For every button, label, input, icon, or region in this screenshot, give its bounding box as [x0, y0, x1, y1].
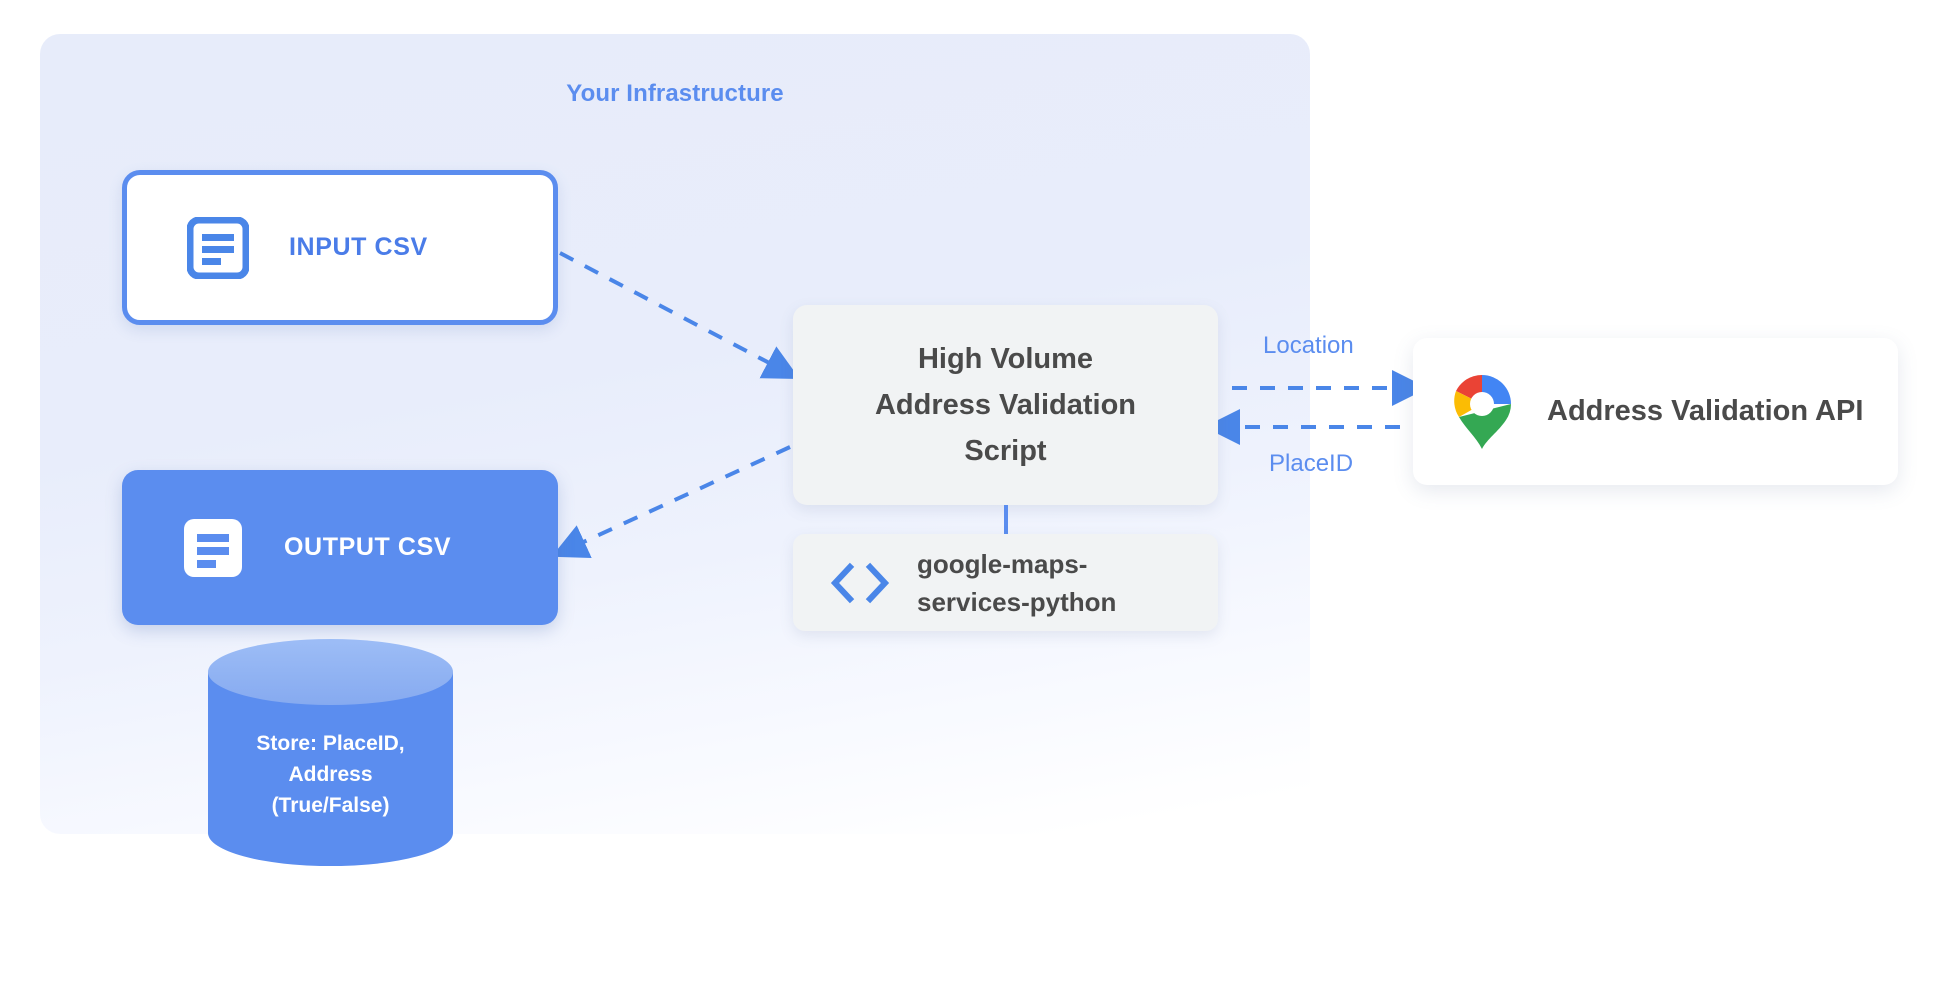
output-csv-card[interactable]: OUTPUT CSV [122, 470, 558, 625]
library-line-2: services-python [917, 586, 1117, 617]
script-line-2: Address Validation [874, 389, 1137, 421]
script-card[interactable]: High Volume Address Validation Script [793, 305, 1218, 505]
edge-label-placeid: PlaceID [1269, 450, 1354, 477]
database-label: Store: PlaceID, Address (True/False) [208, 728, 453, 821]
script-library-connector [1004, 505, 1008, 534]
database-line-3: (True/False) [271, 794, 390, 817]
google-maps-pin-icon [1454, 374, 1511, 449]
code-brackets-icon [830, 562, 890, 603]
document-icon [184, 518, 242, 577]
output-csv-label: OUTPUT CSV [284, 533, 452, 561]
script-line-1: High Volume [917, 343, 1094, 375]
page-title: Your Infrastructure [566, 80, 784, 107]
edge-label-location: Location [1263, 332, 1354, 359]
script-line-3: Script [964, 435, 1047, 467]
input-csv-card[interactable]: INPUT CSV [122, 170, 558, 325]
document-icon [187, 216, 249, 279]
database-cylinder[interactable] [208, 639, 453, 866]
library-line-1: google-maps- [917, 548, 1088, 579]
input-csv-label: INPUT CSV [289, 233, 428, 261]
library-card[interactable]: google-maps- services-python [793, 534, 1218, 631]
database-line-1: Store: PlaceID, [256, 732, 405, 755]
api-label: Address Validation API [1547, 395, 1864, 427]
address-validation-api-card[interactable]: Address Validation API [1413, 338, 1898, 485]
database-line-2: Address [288, 763, 373, 786]
